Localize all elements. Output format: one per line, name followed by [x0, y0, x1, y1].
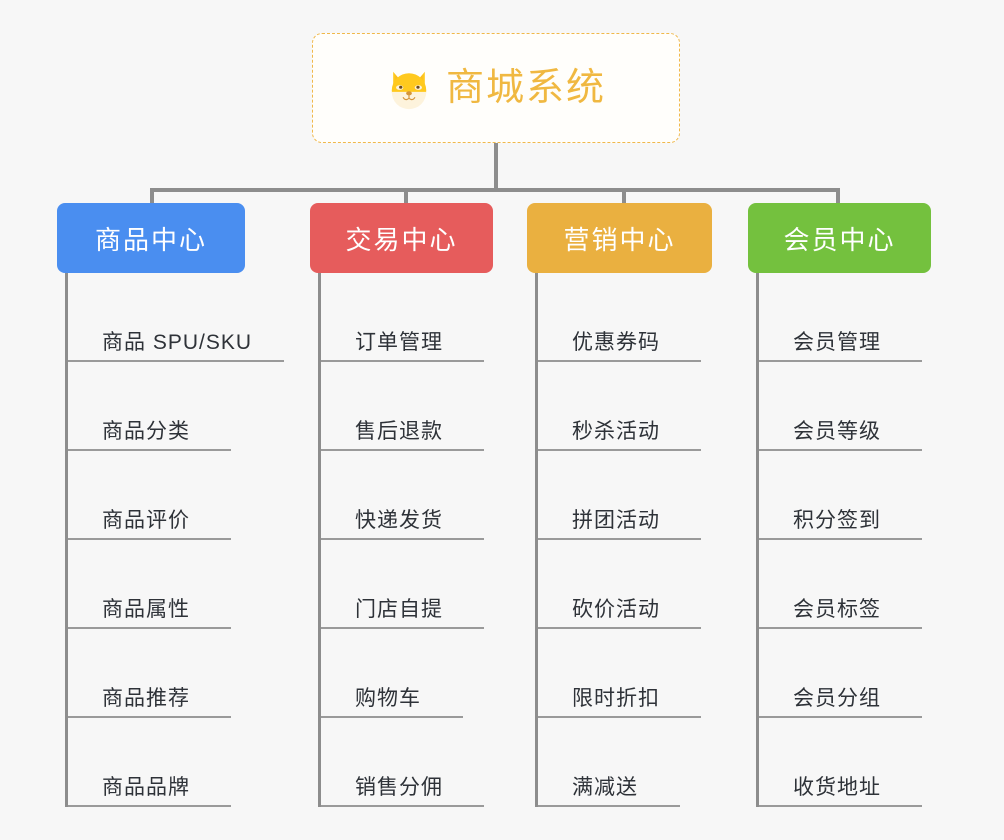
- list-item[interactable]: 商品分类: [68, 362, 307, 451]
- category-label-1: 商品中心: [94, 224, 207, 255]
- leaf-underline: [321, 805, 484, 807]
- list-item[interactable]: 快递发货: [321, 451, 540, 540]
- list-item[interactable]: 购物车: [321, 629, 540, 718]
- connector-drop-4: [836, 188, 840, 206]
- list-item[interactable]: 商品品牌: [68, 718, 307, 807]
- leaf-underline: [759, 627, 922, 629]
- leaf-label: 商品推荐: [102, 686, 190, 710]
- leaf-underline: [538, 627, 701, 629]
- list-item[interactable]: 商品 SPU/SKU: [68, 273, 307, 362]
- leaf-underline: [538, 449, 701, 451]
- leaf-underline: [321, 627, 484, 629]
- leaf-underline: [68, 360, 284, 362]
- leaf-label: 订单管理: [355, 330, 443, 354]
- category-label-4: 会员中心: [783, 224, 896, 255]
- leaf-label: 收货地址: [793, 775, 881, 799]
- leaf-label: 会员管理: [793, 330, 881, 354]
- leaf-list-1: 商品 SPU/SKU 商品分类 商品评价 商品属性 商品推荐 商品品牌: [65, 273, 307, 807]
- connector-drop-1: [150, 188, 154, 206]
- leaf-label: 商品分类: [102, 419, 190, 443]
- category-box-1[interactable]: 商品中心: [57, 203, 245, 273]
- leaf-list-2: 订单管理 售后退款 快递发货 门店自提 购物车 销售分佣: [318, 273, 540, 807]
- leaf-label: 拼团活动: [572, 508, 660, 532]
- leaf-underline: [759, 449, 922, 451]
- leaf-label: 会员等级: [793, 419, 881, 443]
- leaf-underline: [321, 716, 463, 718]
- list-item[interactable]: 拼团活动: [538, 451, 757, 540]
- list-item[interactable]: 商品属性: [68, 540, 307, 629]
- list-item[interactable]: 售后退款: [321, 362, 540, 451]
- leaf-list-4: 会员管理 会员等级 积分签到 会员标签 会员分组 收货地址: [756, 273, 978, 807]
- category-box-2[interactable]: 交易中心: [310, 203, 493, 273]
- leaf-underline: [759, 805, 922, 807]
- leaf-list-3: 优惠券码 秒杀活动 拼团活动 砍价活动 限时折扣 满减送: [535, 273, 757, 807]
- list-item[interactable]: 优惠券码: [538, 273, 757, 362]
- root-node-title: 商城系统: [445, 67, 606, 109]
- leaf-label: 积分签到: [793, 508, 881, 532]
- leaf-underline: [538, 716, 701, 718]
- leaf-label: 限时折扣: [572, 686, 660, 710]
- leaf-underline: [321, 538, 484, 540]
- leaf-label: 快递发货: [355, 508, 443, 532]
- leaf-underline: [321, 360, 484, 362]
- list-item[interactable]: 订单管理: [321, 273, 540, 362]
- leaf-label: 商品属性: [102, 597, 190, 621]
- category-label-2: 交易中心: [345, 224, 458, 255]
- leaf-label: 会员标签: [793, 597, 881, 621]
- list-item[interactable]: 满减送: [538, 718, 757, 807]
- list-item[interactable]: 销售分佣: [321, 718, 540, 807]
- list-item[interactable]: 秒杀活动: [538, 362, 757, 451]
- category-label-3: 营销中心: [563, 224, 676, 255]
- list-item[interactable]: 商品推荐: [68, 629, 307, 718]
- leaf-label: 秒杀活动: [572, 419, 660, 443]
- leaf-underline: [68, 449, 231, 451]
- leaf-underline: [538, 805, 680, 807]
- leaf-underline: [759, 538, 922, 540]
- leaf-underline: [68, 538, 231, 540]
- list-item[interactable]: 会员等级: [759, 362, 978, 451]
- list-item[interactable]: 会员分组: [759, 629, 978, 718]
- leaf-label: 优惠券码: [572, 330, 660, 354]
- leaf-underline: [538, 538, 701, 540]
- list-item[interactable]: 积分签到: [759, 451, 978, 540]
- list-item[interactable]: 砍价活动: [538, 540, 757, 629]
- list-item[interactable]: 门店自提: [321, 540, 540, 629]
- leaf-underline: [538, 360, 701, 362]
- leaf-label: 商品 SPU/SKU: [102, 330, 253, 354]
- leaf-underline: [68, 716, 231, 718]
- leaf-label: 售后退款: [355, 419, 443, 443]
- leaf-label: 门店自提: [355, 597, 443, 621]
- leaf-label: 会员分组: [793, 686, 881, 710]
- category-box-3[interactable]: 营销中心: [527, 203, 712, 273]
- list-item[interactable]: 限时折扣: [538, 629, 757, 718]
- connector-horizontal-bus: [150, 188, 840, 192]
- leaf-label: 购物车: [355, 686, 421, 710]
- root-node-shopping-mall-system[interactable]: 商城系统: [312, 33, 680, 143]
- leaf-underline: [68, 805, 231, 807]
- leaf-underline: [68, 627, 231, 629]
- leaf-underline: [759, 360, 922, 362]
- branch-column-3: 营销中心 优惠券码 秒杀活动 拼团活动 砍价活动 限时折扣: [527, 203, 757, 807]
- connector-root-stem: [494, 143, 498, 190]
- list-item[interactable]: 商品评价: [68, 451, 307, 540]
- branch-column-2: 交易中心 订单管理 售后退款 快递发货 门店自提 购物车: [310, 203, 540, 807]
- leaf-underline: [321, 449, 484, 451]
- branch-column-1: 商品中心 商品 SPU/SKU 商品分类 商品评价 商品属性 商品推荐: [57, 203, 307, 807]
- leaf-label: 满减送: [572, 775, 638, 799]
- category-box-4[interactable]: 会员中心: [748, 203, 931, 273]
- leaf-label: 商品品牌: [102, 775, 190, 799]
- connector-drop-3: [622, 188, 626, 206]
- list-item[interactable]: 会员管理: [759, 273, 978, 362]
- dog-face-icon: [391, 71, 427, 110]
- list-item[interactable]: 收货地址: [759, 718, 978, 807]
- list-item[interactable]: 会员标签: [759, 540, 978, 629]
- leaf-underline: [759, 716, 922, 718]
- leaf-label: 砍价活动: [572, 597, 660, 621]
- leaf-label: 商品评价: [102, 508, 190, 532]
- leaf-label: 销售分佣: [355, 775, 443, 799]
- connector-drop-2: [404, 188, 408, 206]
- branch-column-4: 会员中心 会员管理 会员等级 积分签到 会员标签 会员分组: [748, 203, 978, 807]
